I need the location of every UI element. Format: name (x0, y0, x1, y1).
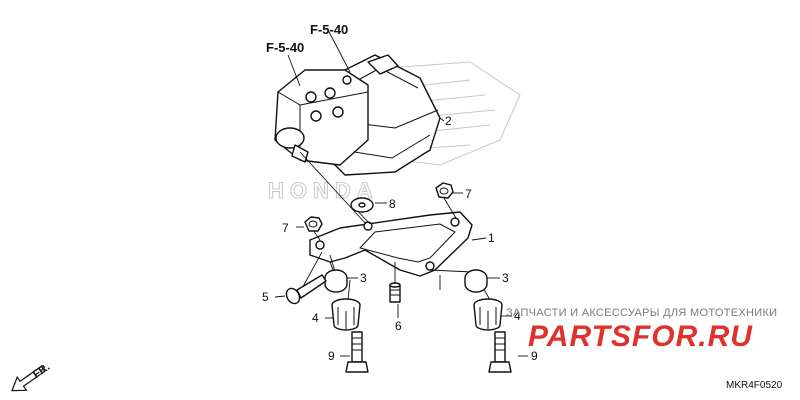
washer-8 (350, 197, 374, 213)
reference-label-upper[interactable]: F-5-40 (310, 22, 348, 37)
callout-8: 8 (389, 197, 396, 211)
rubber-mount-4-left (331, 298, 361, 331)
watermark-brand[interactable]: PARTSFOR.RU (528, 320, 753, 353)
abs-bracket (309, 211, 473, 277)
watermark-caption: ЗАПЧАСТИ И АКСЕССУАРЫ ДЛЯ МОТОТЕХНИКИ (506, 307, 777, 319)
rubber-mount-4-right (473, 298, 503, 331)
bolt-9-right (488, 331, 512, 373)
callout-3-left: 3 (360, 271, 367, 285)
reference-label-left[interactable]: F-5-40 (266, 40, 304, 55)
callout-7-right: 7 (465, 187, 472, 201)
diagram-code: MKR4F0520 (726, 380, 783, 391)
callout-3-right: 3 (502, 271, 509, 285)
bolt-6 (389, 282, 401, 303)
bolt-9-left (345, 331, 369, 373)
callout-9-left: 9 (328, 349, 335, 363)
callout-4-left: 4 (312, 311, 319, 325)
callout-4-right: 4 (514, 309, 521, 323)
nut-7-right (435, 182, 454, 199)
callout-1: 1 (488, 231, 495, 245)
front-direction-arrow-icon (11, 365, 46, 392)
collar-3-right (464, 269, 488, 293)
bolt-5 (285, 274, 327, 305)
collar-3-left (324, 269, 348, 293)
callout-7-left: 7 (282, 221, 289, 235)
callout-9-right: 9 (531, 349, 538, 363)
nut-7-left (304, 216, 323, 232)
callout-2: 2 (445, 114, 452, 128)
abs-modulator-unit (274, 54, 441, 176)
callout-6: 6 (395, 319, 402, 333)
callout-5: 5 (262, 290, 269, 304)
